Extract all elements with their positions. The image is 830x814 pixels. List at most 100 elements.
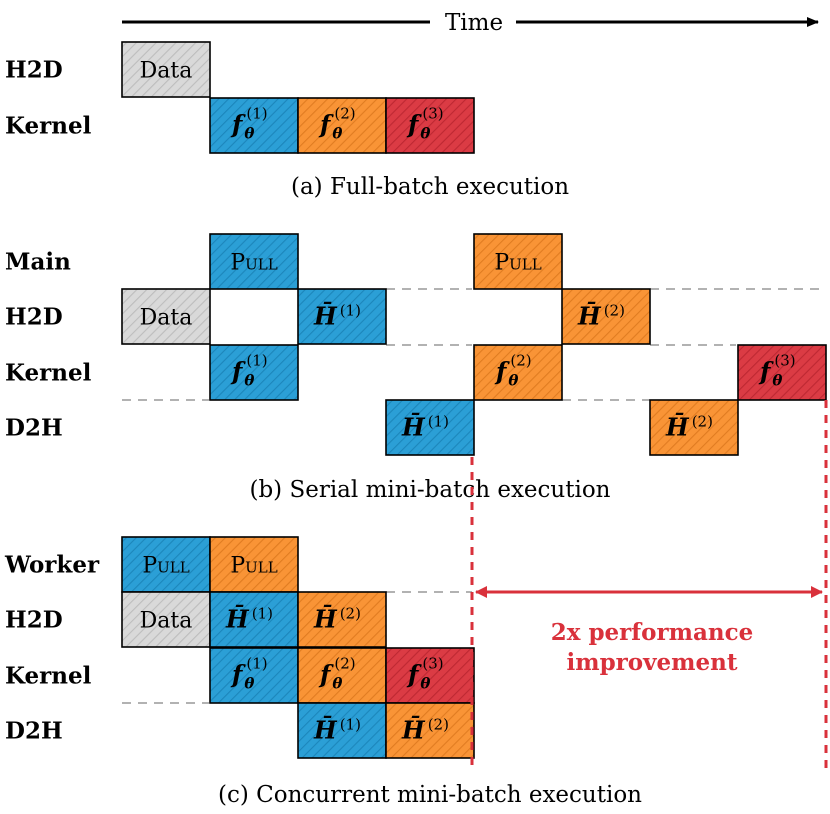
caption-b: (b) Serial mini-batch execution [249,477,610,503]
theta-subscript: θ [332,125,342,143]
h-bar-label: H̄(2) [665,412,713,441]
h-bar-symbol: H̄ [401,412,426,441]
block-h: H̄(1) [297,702,387,759]
row-label-h2d: H2D [5,304,63,331]
block-rect [209,233,299,290]
data-label: Data [140,609,193,634]
theta-subscript: θ [332,675,342,693]
block-h: H̄(1) [385,399,475,456]
f-symbol: f [406,110,422,139]
h-bar-symbol: H̄ [401,715,426,744]
iteration-superscript: (2) [510,352,531,370]
block-rect [649,399,739,456]
block-rect [737,344,827,401]
block-pull: Pull [209,536,299,593]
iteration-superscript: (1) [246,655,267,673]
h-bar-symbol: H̄ [665,412,690,441]
block-rect [209,536,299,593]
block-rect [385,97,475,154]
data-label: Data [140,306,193,331]
iteration-superscript: (1) [428,413,449,431]
theta-subscript: θ [508,372,518,390]
h-bar-label: H̄(1) [401,412,449,441]
block-pull: Pull [473,233,563,290]
block-rect [297,97,387,154]
theta-subscript: θ [420,125,430,143]
iteration-superscript: (3) [422,105,443,123]
h-bar-label: H̄(2) [401,715,449,744]
block-rect [297,288,387,345]
block-h: H̄(2) [297,591,387,648]
time-label: Time [445,10,503,36]
iteration-superscript: (2) [428,716,449,734]
iteration-superscript: (2) [340,605,361,623]
h-bar-label: H̄(1) [225,604,273,633]
pull-label: Pull [230,554,277,579]
iteration-superscript: (1) [340,716,361,734]
f-symbol: f [230,110,246,139]
row-label-kernel: Kernel [5,360,92,387]
time-axis: Time [122,10,819,36]
h-bar-symbol: H̄ [313,301,338,330]
performance-annotation: 2x performance improvement [470,400,828,770]
block-data: Data [121,41,211,98]
f-symbol: f [758,357,774,386]
block-rect [561,288,651,345]
block-rect [385,702,475,759]
h-bar-symbol: H̄ [313,604,338,633]
block-data: Data [121,288,211,345]
pull-label: Pull [494,251,541,276]
h-bar-label: H̄(2) [577,301,625,330]
caption-a: (a) Full-batch execution [291,174,569,200]
f-symbol: f [230,357,246,386]
block-pull: Pull [121,536,211,593]
row-label-worker: Worker [4,552,100,579]
block-h: H̄(2) [649,399,739,456]
f-symbol: f [406,660,422,689]
row-label-h2d: H2D [5,57,63,84]
theta-subscript: θ [244,125,254,143]
block-pull: Pull [209,233,299,290]
iteration-superscript: (2) [334,655,355,673]
block-h: H̄(2) [385,702,475,759]
iteration-superscript: (2) [334,105,355,123]
f-symbol: f [318,660,334,689]
iteration-superscript: (1) [246,352,267,370]
caption-c: (c) Concurrent mini-batch execution [218,782,642,808]
iteration-superscript: (2) [604,302,625,320]
h-bar-symbol: H̄ [577,301,602,330]
theta-subscript: θ [244,675,254,693]
block-rect [209,344,299,401]
iteration-superscript: (3) [774,352,795,370]
block-data: Data [121,591,211,648]
iteration-superscript: (2) [692,413,713,431]
row-label-main: Main [5,249,71,276]
pull-label: Pull [142,554,189,579]
row-label-d2h: D2H [5,718,63,745]
block-rect [121,591,211,648]
h-bar-symbol: H̄ [225,604,250,633]
f-symbol: f [318,110,334,139]
f-symbol: f [230,660,246,689]
theta-subscript: θ [420,675,430,693]
block-rect [385,647,475,704]
f-symbol: f [494,357,510,386]
